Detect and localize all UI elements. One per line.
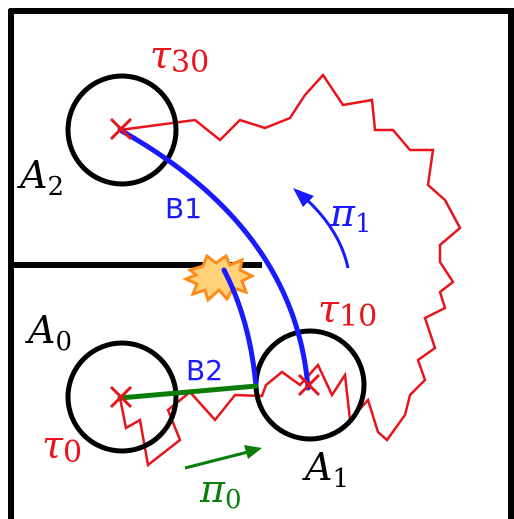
region-A0-circle [65,340,179,454]
arrow-pi0 [184,445,262,470]
path-B2 [221,267,259,389]
path-B1 [117,127,311,391]
label-A0: A0 [25,308,72,357]
walls [8,8,514,519]
label-pi0: π0 [199,467,242,515]
label-pi1: π1 [329,191,372,239]
cross-marker-icon-A1 [297,373,321,397]
label-B1: B1 [165,192,202,225]
label-tau0: τ0 [42,423,82,470]
trajectory-tau [118,72,462,468]
arrow-pi1 [293,188,350,269]
label-tau30: τ30 [150,33,209,80]
cross-marker-icon-A0 [109,385,133,409]
collision-burst-icon [182,253,256,303]
path-green [117,383,259,401]
cross-marker-icon-A2 [109,117,133,141]
label-A2: A2 [17,153,64,202]
label-A1: A1 [302,445,349,494]
region-A2-circle [65,73,179,187]
label-B2: B2 [186,354,223,387]
label-tau10: τ10 [318,287,377,334]
